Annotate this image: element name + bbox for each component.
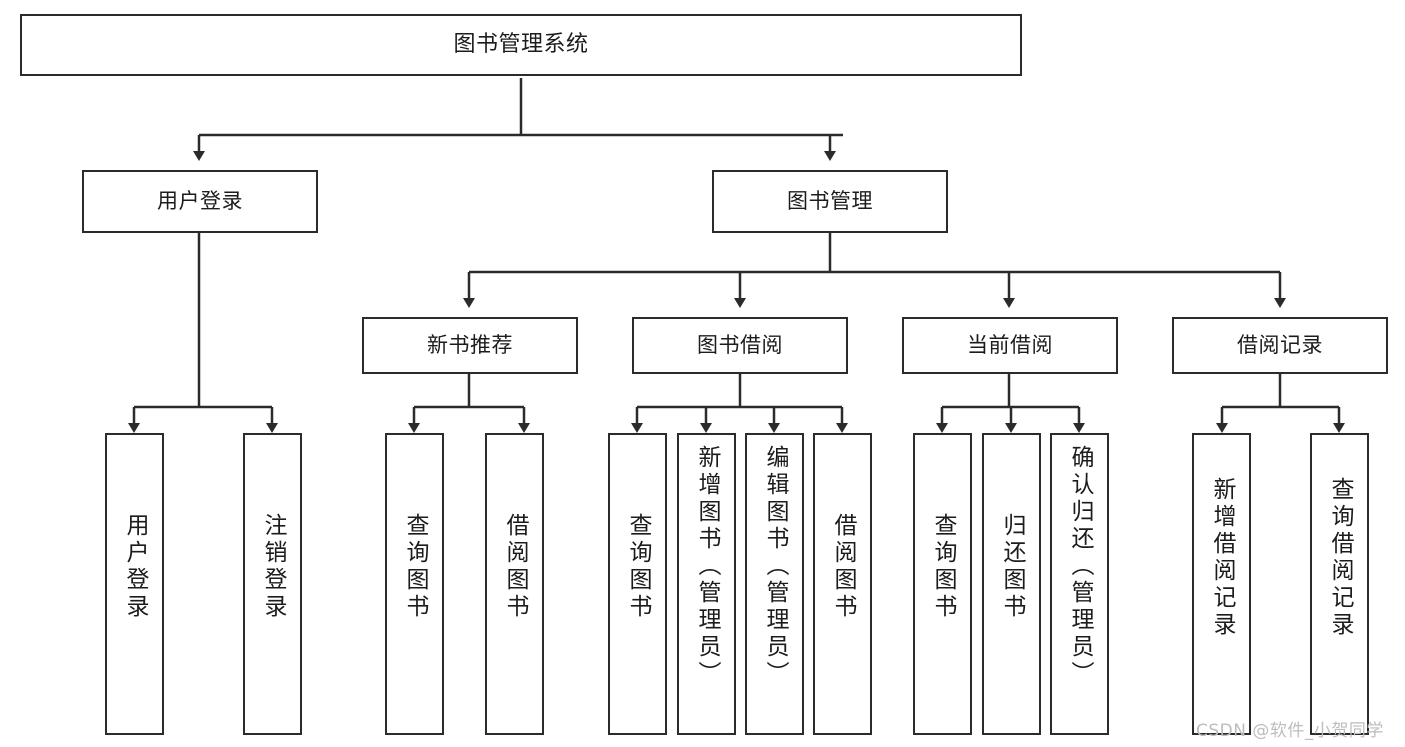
- node-label: 新增借阅记录: [1209, 477, 1235, 639]
- node-label: 用户登录: [157, 189, 243, 214]
- node-new-book-recommend[interactable]: 新书推荐: [362, 317, 578, 374]
- node-label: 查询图书: [625, 513, 651, 621]
- node-label: 新增图书（管理员）: [694, 445, 720, 688]
- node-label: 注销登录: [260, 513, 286, 621]
- node-label: 确认归还（管理员）: [1067, 445, 1093, 688]
- leaf-bb-edit-book-admin[interactable]: 编辑图书（管理员）: [745, 433, 804, 735]
- leaf-br-query-record[interactable]: 查询借阅记录: [1310, 433, 1369, 735]
- leaf-nb-query-book[interactable]: 查询图书: [385, 433, 444, 735]
- leaf-logout[interactable]: 注销登录: [243, 433, 302, 735]
- leaf-nb-borrow-book[interactable]: 借阅图书: [485, 433, 544, 735]
- leaf-bb-add-book-admin[interactable]: 新增图书（管理员）: [677, 433, 736, 735]
- node-label: 用户登录: [122, 513, 148, 621]
- node-label: 新书推荐: [427, 333, 513, 358]
- node-label: 查询借阅记录: [1327, 477, 1353, 639]
- node-label: 当前借阅: [967, 333, 1053, 358]
- leaf-br-add-record[interactable]: 新增借阅记录: [1192, 433, 1251, 735]
- leaf-bb-borrow-book[interactable]: 借阅图书: [813, 433, 872, 735]
- node-book-management[interactable]: 图书管理: [712, 170, 948, 233]
- node-label: 图书借阅: [697, 333, 783, 358]
- node-label: 归还图书: [999, 513, 1025, 621]
- node-label: 图书管理: [787, 189, 873, 214]
- node-label: 图书管理系统: [453, 32, 589, 58]
- node-user-login[interactable]: 用户登录: [82, 170, 318, 233]
- leaf-bb-query-book[interactable]: 查询图书: [608, 433, 667, 735]
- leaf-cb-return-book[interactable]: 归还图书: [982, 433, 1041, 735]
- node-current-borrow[interactable]: 当前借阅: [902, 317, 1118, 374]
- leaf-user-login[interactable]: 用户登录: [105, 433, 164, 735]
- node-label: 借阅图书: [502, 513, 528, 621]
- node-label: 查询图书: [930, 513, 956, 621]
- node-book-borrow[interactable]: 图书借阅: [632, 317, 848, 374]
- watermark-csdn: CSDN @软件_小贺同学: [1196, 721, 1384, 741]
- node-label: 借阅记录: [1237, 333, 1323, 358]
- node-label: 查询图书: [402, 513, 428, 621]
- leaf-cb-confirm-return-admin[interactable]: 确认归还（管理员）: [1050, 433, 1109, 735]
- node-label: 借阅图书: [830, 513, 856, 621]
- node-label: 编辑图书（管理员）: [762, 445, 788, 688]
- node-root-book-management-system[interactable]: 图书管理系统: [20, 14, 1022, 76]
- node-borrow-record[interactable]: 借阅记录: [1172, 317, 1388, 374]
- leaf-cb-query-book[interactable]: 查询图书: [913, 433, 972, 735]
